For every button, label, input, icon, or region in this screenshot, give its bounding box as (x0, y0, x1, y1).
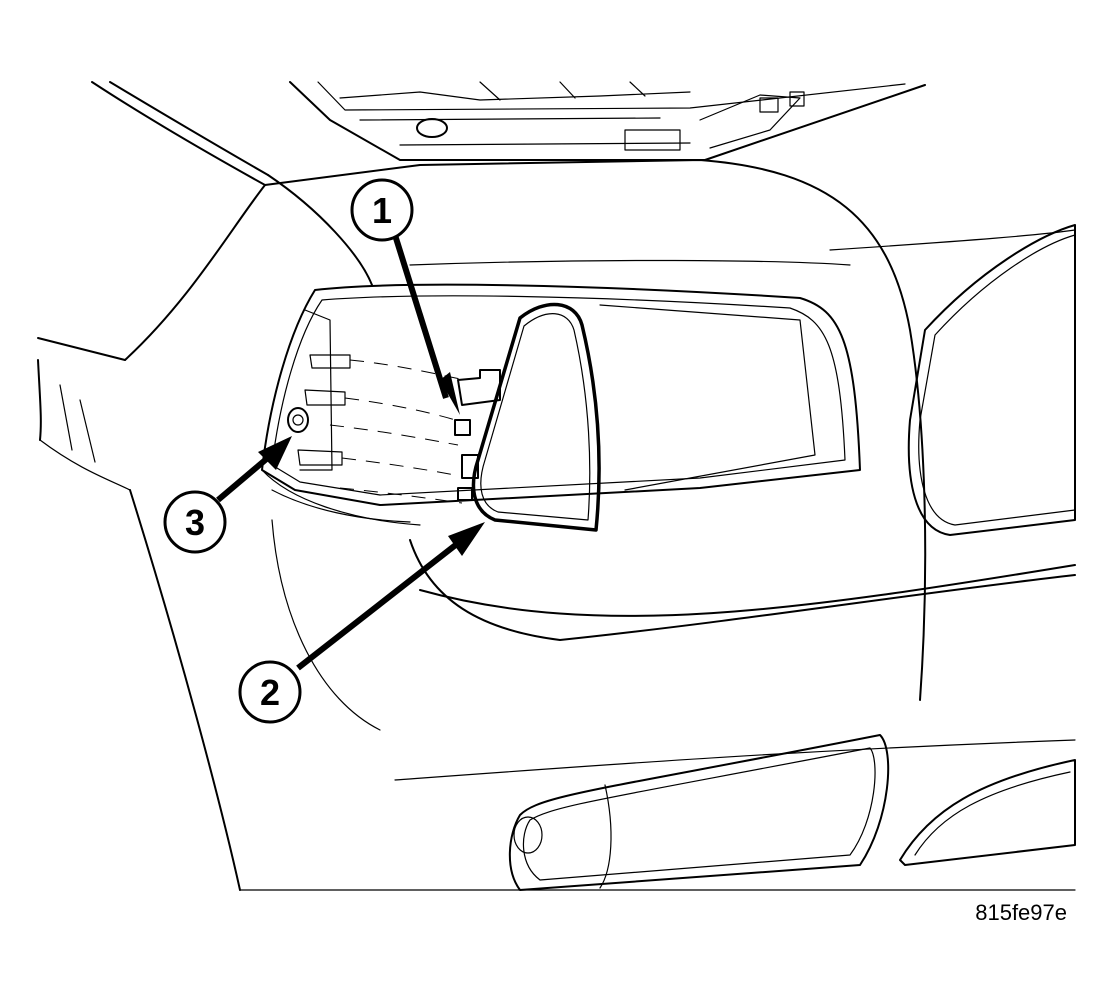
callout-1-number: 1 (372, 190, 392, 231)
bumper-fascia (37, 81, 1076, 891)
side-marker-lamp (454, 302, 601, 532)
callout-3-number: 3 (185, 502, 205, 543)
callout-arrow-2 (296, 522, 485, 671)
lamp-opening (261, 283, 861, 526)
callout-arrow-1 (392, 234, 460, 415)
fog-lamp-left (508, 734, 890, 891)
callout-arrow-3 (216, 436, 292, 503)
radiator-support-structure (289, 81, 926, 161)
alignment-guides (329, 359, 466, 504)
callout-2: 2 (238, 660, 302, 724)
grille-opening (907, 224, 1076, 536)
callout-2-number: 2 (260, 672, 280, 713)
figure-id-label: 815fe97e (975, 900, 1067, 925)
fog-lamp-right (899, 759, 1076, 866)
callout-1: 1 (350, 178, 414, 242)
callout-3: 3 (163, 490, 227, 554)
